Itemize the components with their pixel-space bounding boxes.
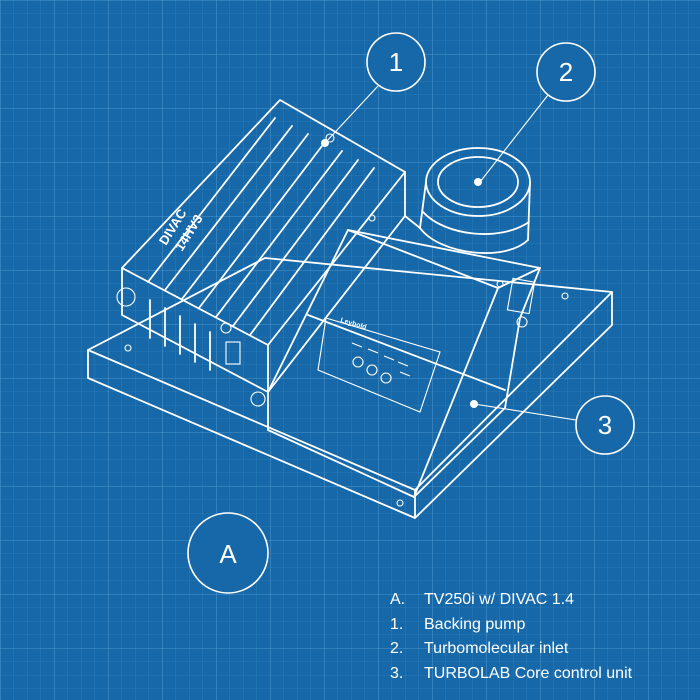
legend-row-1: 1. Backing pump bbox=[390, 613, 690, 638]
legend-text: Backing pump bbox=[424, 615, 526, 633]
control-unit: Leybold bbox=[267, 214, 541, 498]
backing-pump: DIVAC 14HV3 bbox=[116, 99, 406, 407]
callout-1: 1 bbox=[321, 32, 426, 147]
callout-2-label: 2 bbox=[559, 57, 573, 87]
callout-2: 2 bbox=[479, 42, 596, 183]
legend-key: A. bbox=[390, 591, 406, 609]
callout-a-label: A bbox=[219, 539, 237, 569]
callout-3-label: 3 bbox=[598, 410, 612, 440]
callout-a: A bbox=[187, 512, 269, 594]
legend-text: Turbomolecular inlet bbox=[424, 640, 569, 658]
callout-1-label: 1 bbox=[389, 47, 403, 77]
legend-key: 3. bbox=[390, 664, 404, 682]
turbomolecular-inlet bbox=[404, 147, 531, 254]
callout-3: 3 bbox=[470, 395, 635, 455]
legend-key: 1. bbox=[390, 615, 404, 633]
legend: A. TV250i w/ DIVAC 1.4 1. Backing pump 2… bbox=[390, 588, 690, 686]
legend-text: TURBOLAB Core control unit bbox=[424, 664, 633, 682]
legend-row-2: 2. Turbomolecular inlet bbox=[390, 637, 690, 662]
legend-row-3: 3. TURBOLAB Core control unit bbox=[390, 662, 690, 687]
legend-row-a: A. TV250i w/ DIVAC 1.4 bbox=[390, 588, 690, 613]
legend-key: 2. bbox=[390, 640, 404, 658]
legend-text: TV250i w/ DIVAC 1.4 bbox=[424, 591, 574, 609]
